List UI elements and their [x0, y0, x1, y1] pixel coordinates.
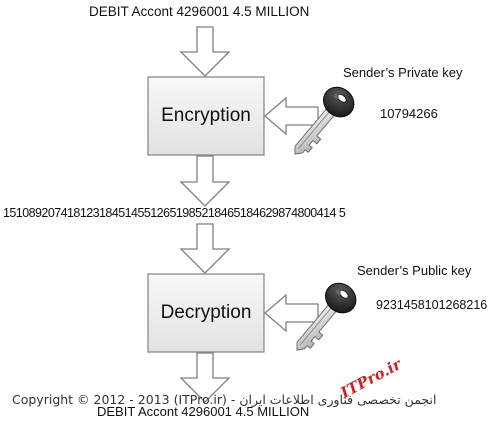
bottom-message: DEBIT Accont 4296001 4.5 MILLION: [97, 404, 310, 419]
left-arrow-public-key: [264, 293, 319, 333]
public-key-label: Sender’s Public key: [357, 263, 472, 278]
key-icon: [294, 86, 355, 155]
top-message: DEBIT Accont 4296001 4.5 MILLION: [89, 4, 310, 19]
private-key-label: Sender’s Private key: [343, 65, 463, 80]
down-arrow-2: [179, 155, 231, 207]
public-key-value: 9231458101268216: [376, 298, 488, 312]
decryption-label: Decryption: [160, 302, 252, 323]
decryption-box: [147, 273, 265, 353]
left-arrow-private-key: [264, 96, 319, 136]
encryption-label: Encryption: [161, 105, 251, 126]
ciphertext: 1510892074181231845145512651985218465184…: [3, 206, 346, 220]
encryption-box: [147, 76, 265, 156]
private-key-value: 10794266: [380, 106, 438, 121]
down-arrow-4: [179, 352, 231, 403]
watermark-copyright: Copyright © 2012 - 2013 (ITPro.ir) - انج…: [12, 392, 437, 407]
key-icon: [296, 282, 357, 351]
down-arrow-3: [179, 223, 231, 274]
down-arrow-1: [179, 26, 231, 77]
